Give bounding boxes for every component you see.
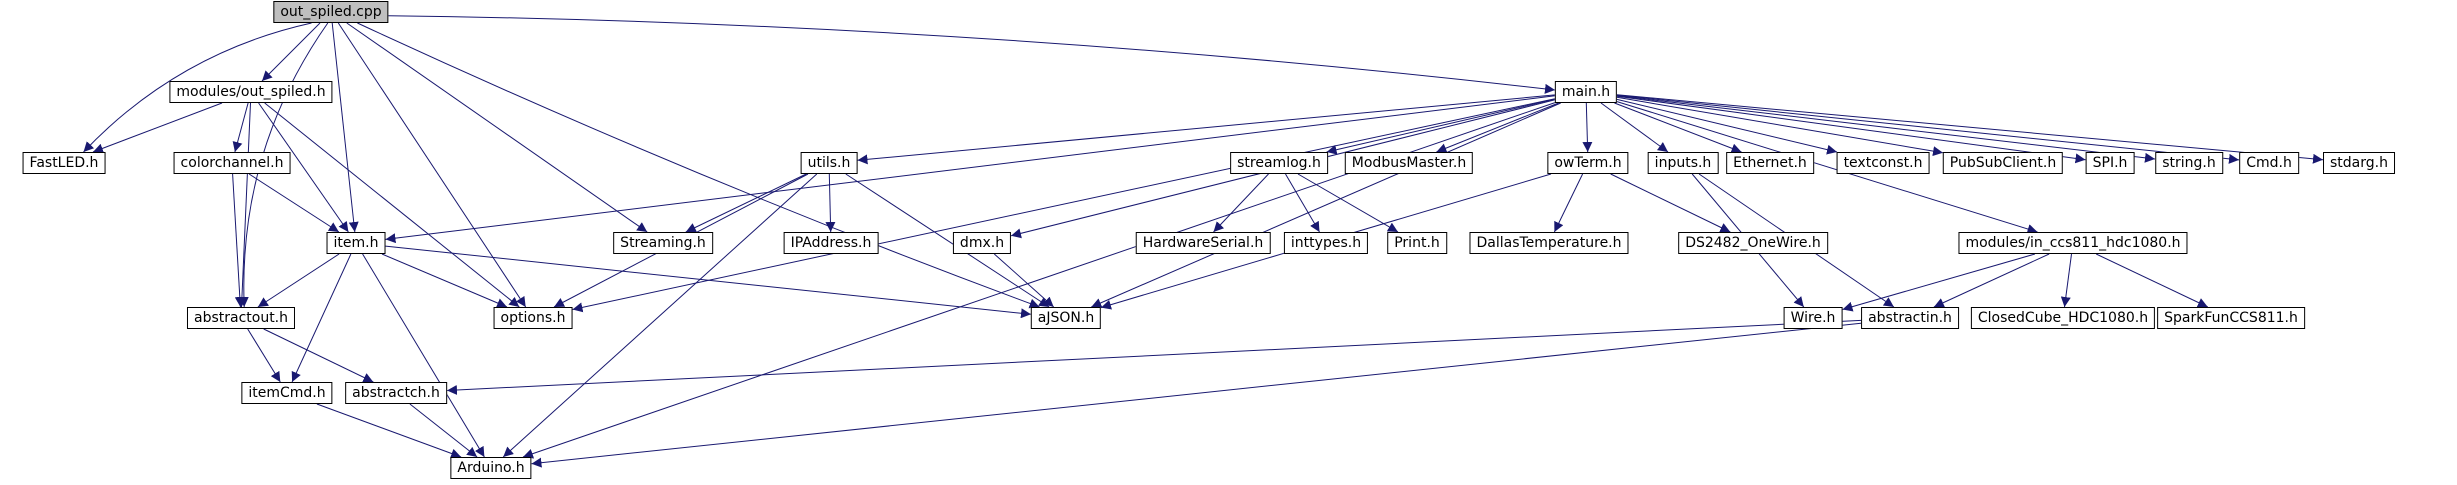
- graph-edge-streamlog-inttypes: [1285, 173, 1320, 233]
- graph-edge-abstractch-arduino: [409, 403, 478, 458]
- graph-node-owterm[interactable]: owTerm.h: [1547, 152, 1629, 174]
- graph-edge-main-spi: [1616, 95, 2086, 164]
- graph-edge-utils-ipaddress: [825, 173, 836, 233]
- graph-edge-out_spiled_h-fastled: [92, 102, 223, 154]
- graph-edge-out_spiled_cpp-item: [331, 22, 359, 233]
- graph-node-modbusmaster[interactable]: ModbusMaster.h: [1344, 152, 1474, 174]
- graph-edge-main-ethernet: [1614, 102, 1742, 154]
- graph-node-ajson[interactable]: aJSON.h: [1030, 307, 1102, 329]
- graph-node-streaming[interactable]: Streaming.h: [613, 232, 713, 254]
- graph-edge-in_ccs811-sparkfun: [2095, 253, 2209, 308]
- graph-edge-main-modbusmaster: [1436, 102, 1559, 153]
- graph-node-fastled[interactable]: FastLED.h: [22, 152, 106, 174]
- graph-edge-in_ccs811-wire: [1842, 253, 2036, 312]
- graph-edge-main-ajson: [1091, 102, 1561, 308]
- graph-node-sparkfun[interactable]: SparkFunCCS811.h: [2157, 307, 2305, 329]
- graph-node-abstractch[interactable]: abstractch.h: [345, 382, 447, 404]
- graph-node-item[interactable]: item.h: [326, 232, 386, 254]
- graph-edge-owterm-ds2482: [1610, 173, 1731, 233]
- graph-edge-itemcmd-arduino: [316, 403, 462, 459]
- graph-edge-main-utils: [857, 94, 1556, 165]
- graph-edge-main-owterm: [1582, 102, 1593, 153]
- graph-node-ipaddress[interactable]: IPAddress.h: [783, 232, 879, 254]
- graph-edge-main-item: [385, 95, 1556, 244]
- graph-edge-out_spiled_cpp-ajson: [357, 22, 1040, 309]
- graph-edge-abstractin-abstractch: [446, 319, 1862, 395]
- graph-node-dmx[interactable]: dmx.h: [952, 232, 1012, 254]
- graph-edge-main-inputs: [1600, 102, 1669, 153]
- graph-node-streamlog[interactable]: streamlog.h: [1230, 152, 1328, 174]
- graph-edge-utils-arduino: [502, 173, 818, 458]
- graph-node-ds2482[interactable]: DS2482_OneWire.h: [1678, 232, 1828, 254]
- graph-edge-in_ccs811-abstractin: [1933, 253, 2050, 308]
- graph-edge-main-options: [572, 98, 1556, 313]
- graph-node-utils[interactable]: utils.h: [800, 152, 858, 174]
- graph-edge-main-stringh: [1616, 95, 2156, 163]
- graph-edge-item-arduino: [362, 253, 485, 458]
- graph-node-closedcube[interactable]: ClosedCube_HDC1080.h: [1970, 307, 2156, 329]
- graph-edge-item-itemcmd: [291, 253, 352, 383]
- graph-edge-out_spiled_h-colorchannel: [232, 102, 249, 153]
- graph-edge-out_spiled_h-abstractout: [236, 102, 251, 308]
- graph-edge-out_spiled_cpp-main: [388, 15, 1556, 94]
- graph-node-out_spiled_cpp[interactable]: out_spiled.cpp: [273, 1, 389, 23]
- graph-edge-out_spiled_cpp-fastled: [83, 22, 312, 153]
- graph-node-stdarg[interactable]: stdarg.h: [2323, 152, 2395, 174]
- graph-edge-item-abstractout: [257, 253, 340, 308]
- graph-edge-abstractout-itemcmd: [247, 328, 281, 383]
- graph-edge-main-pubsubclient: [1616, 96, 1944, 157]
- graph-node-spi[interactable]: SPI.h: [2085, 152, 2135, 174]
- graph-node-colorchannel[interactable]: colorchannel.h: [173, 152, 291, 174]
- graph-edge-colorchannel-item: [248, 173, 340, 233]
- graph-edge-out_spiled_cpp-streaming: [346, 22, 648, 233]
- graph-edge-utils-streaming: [685, 173, 807, 233]
- graph-edge-out_spiled_h-options: [264, 102, 520, 308]
- graph-edge-main-cmd: [1616, 94, 2240, 164]
- graph-node-out_spiled_h[interactable]: modules/out_spiled.h: [169, 81, 333, 103]
- graph-edge-streamlog-print: [1297, 173, 1399, 233]
- graph-edge-out_spiled_cpp-out_spiled_h: [261, 22, 321, 82]
- graph-edge-main-stdarg: [1616, 94, 2324, 164]
- graph-edge-main-streamlog: [1326, 98, 1556, 155]
- graph-node-arduino[interactable]: Arduino.h: [450, 457, 532, 479]
- graph-node-ethernet[interactable]: Ethernet.h: [1726, 152, 1814, 174]
- graph-node-inttypes[interactable]: inttypes.h: [1283, 232, 1369, 254]
- graph-edge-out_spiled_h-item: [258, 102, 349, 233]
- graph-node-cmd[interactable]: Cmd.h: [2239, 152, 2299, 174]
- graph-edge-colorchannel-abstractout: [232, 173, 245, 308]
- graph-node-print[interactable]: Print.h: [1387, 232, 1447, 254]
- graph-node-options[interactable]: options.h: [493, 307, 573, 329]
- graph-node-textconst[interactable]: textconst.h: [1836, 152, 1930, 174]
- graph-node-dallastemperature[interactable]: DallasTemperature.h: [1469, 232, 1629, 254]
- graph-node-inputs[interactable]: inputs.h: [1647, 152, 1719, 174]
- graph-edge-dmx-ajson: [993, 253, 1055, 308]
- graph-edge-item-options: [381, 253, 508, 308]
- graph-edge-out_spiled_cpp-options: [337, 22, 527, 308]
- graph-edge-abstractin-arduino: [531, 322, 1862, 468]
- graph-edge-main-textconst: [1616, 98, 1838, 155]
- graph-node-main[interactable]: main.h: [1554, 81, 1618, 103]
- graph-edge-in_ccs811-closedcube: [2060, 253, 2072, 308]
- graph-edge-streamlog-hardwareserial: [1213, 173, 1269, 233]
- graph-node-in_ccs811[interactable]: modules/in_ccs811_hdc1080.h: [1958, 232, 2188, 254]
- graph-node-stringh[interactable]: string.h: [2155, 152, 2223, 174]
- graph-node-abstractin[interactable]: abstractin.h: [1861, 307, 1959, 329]
- graph-node-hardwareserial[interactable]: HardwareSerial.h: [1135, 232, 1271, 254]
- graph-edge-utils-ajson: [845, 173, 1050, 308]
- graph-edge-owterm-dallastemperature: [1553, 173, 1584, 233]
- graph-node-pubsubclient[interactable]: PubSubClient.h: [1942, 152, 2064, 174]
- graph-node-wire[interactable]: Wire.h: [1783, 307, 1843, 329]
- graph-edge-abstractout-abstractch: [263, 328, 374, 383]
- graph-node-abstractout[interactable]: abstractout.h: [186, 307, 296, 329]
- graph-node-itemcmd[interactable]: itemCmd.h: [241, 382, 333, 404]
- graph-edge-main-in_ccs811: [1616, 101, 2038, 234]
